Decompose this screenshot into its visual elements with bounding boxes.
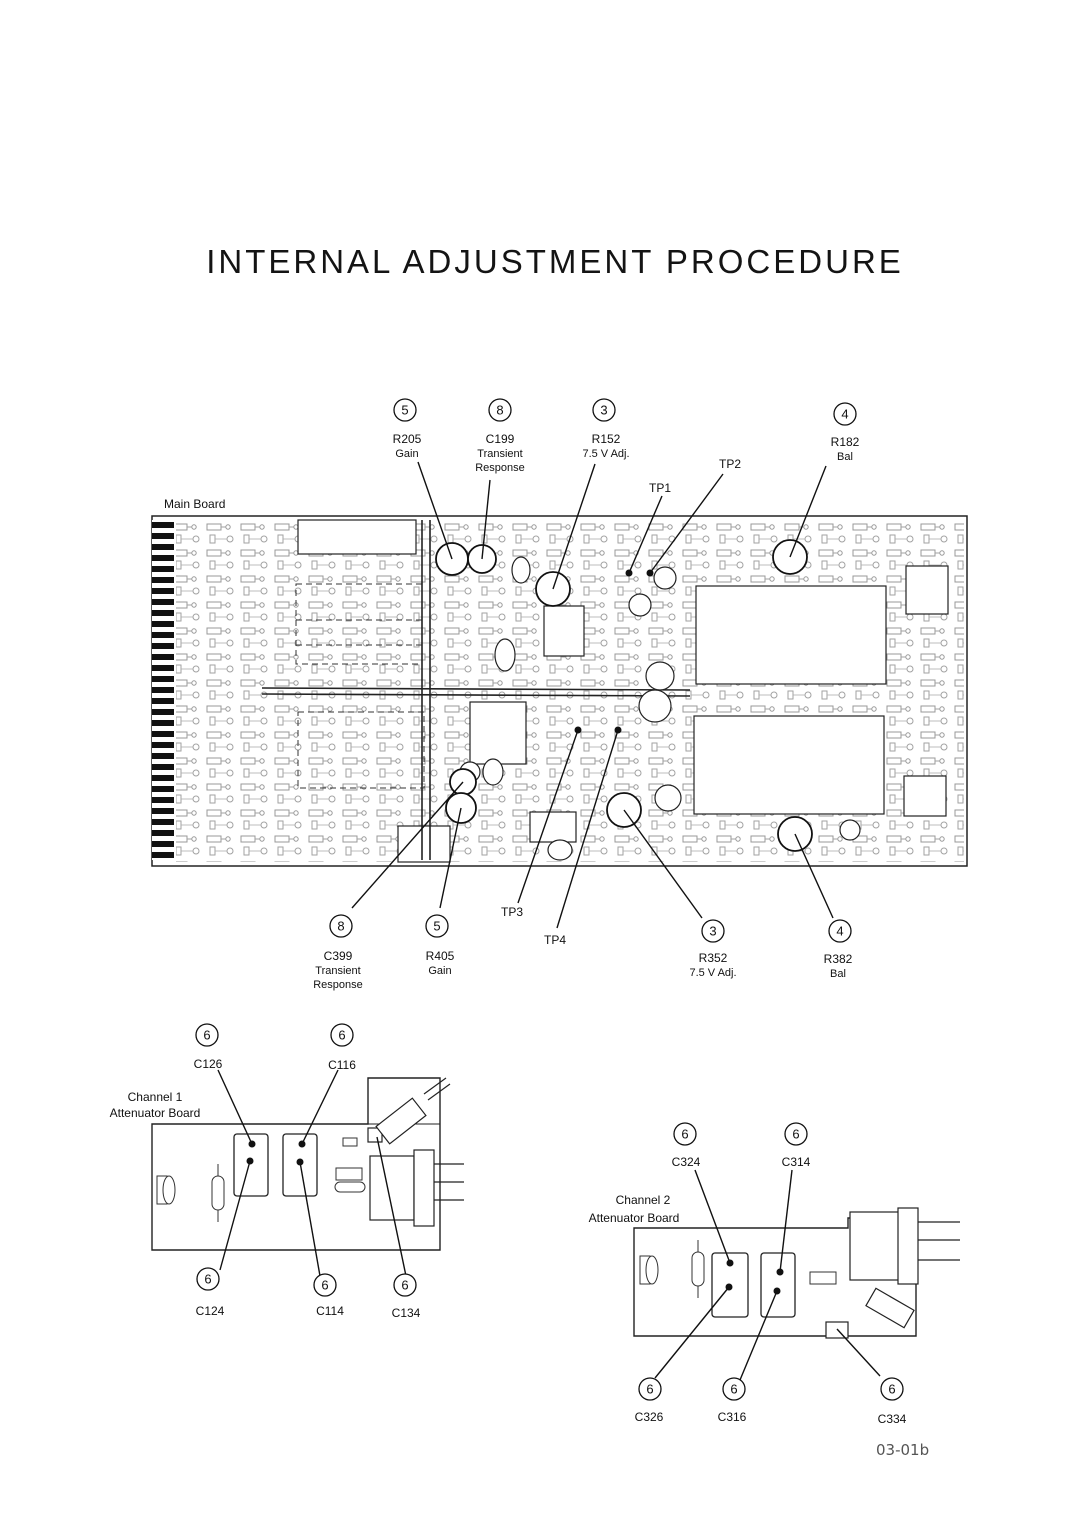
edge-connector bbox=[152, 520, 174, 860]
step-number: 6 bbox=[888, 1382, 895, 1397]
callout-c316: 6 C316 bbox=[718, 1377, 747, 1424]
callout-c324: 6 C324 bbox=[672, 1122, 701, 1169]
callout-c334: 6 C334 bbox=[878, 1377, 907, 1426]
channel2-trimmer-block-b bbox=[760, 1252, 796, 1318]
step-number: 4 bbox=[841, 407, 848, 422]
component-ref: R352 bbox=[699, 951, 728, 965]
component-desc: Bal bbox=[837, 451, 853, 463]
channel2-attenuator-board: Channel 2 Attenuator Board bbox=[589, 1193, 960, 1339]
callout-c116: 6 C116 bbox=[328, 1023, 356, 1072]
callout-c134: 6 C134 bbox=[392, 1273, 421, 1320]
callout-r205: 5 R205 Gain bbox=[393, 398, 422, 460]
component-ref: C314 bbox=[782, 1155, 811, 1169]
component-ref: R152 bbox=[592, 432, 621, 446]
step-number: 6 bbox=[321, 1278, 328, 1293]
tp2-label: TP2 bbox=[719, 457, 741, 471]
callout-r405: 5 R405 Gain bbox=[425, 914, 455, 977]
tp3-label: TP3 bbox=[501, 905, 523, 919]
channel1-leaders bbox=[217, 1069, 407, 1277]
step-number: 4 bbox=[836, 924, 843, 939]
callout-r382: 4 R382 Bal bbox=[824, 919, 853, 980]
component-desc: Gain bbox=[395, 448, 418, 460]
component-desc: Response bbox=[313, 979, 363, 991]
step-number: 6 bbox=[203, 1028, 210, 1043]
callout-r152: 3 R152 7.5 V Adj. bbox=[582, 398, 630, 460]
main-board-blocks bbox=[297, 519, 887, 863]
step-number: 3 bbox=[600, 403, 607, 418]
component-ref: R205 bbox=[393, 432, 422, 446]
channel1-trimmer-block-a bbox=[233, 1133, 269, 1197]
component-ref: C324 bbox=[672, 1155, 701, 1169]
component-ref: C326 bbox=[635, 1410, 664, 1424]
component-desc: 7.5 V Adj. bbox=[582, 448, 629, 460]
step-number: 6 bbox=[792, 1127, 799, 1142]
component-desc: Transient bbox=[477, 448, 522, 460]
main-board-bottom-leaders bbox=[351, 729, 834, 929]
component-desc: 7.5 V Adj. bbox=[689, 967, 736, 979]
step-number: 6 bbox=[646, 1382, 653, 1397]
main-board-top-callouts: 5 R205 Gain 8 C199 Transient Response 3 … bbox=[393, 398, 860, 495]
channel1-label-line2: Attenuator Board bbox=[110, 1106, 201, 1120]
component-desc: Gain bbox=[428, 965, 451, 977]
step-number: 6 bbox=[401, 1278, 408, 1293]
callout-r352: 3 R352 7.5 V Adj. bbox=[689, 919, 737, 979]
tp4-label: TP4 bbox=[544, 933, 566, 947]
callout-c124: 6 C124 bbox=[196, 1267, 225, 1318]
step-number: 6 bbox=[338, 1028, 345, 1043]
component-ref: R382 bbox=[824, 952, 853, 966]
main-board-bottom-callouts: TP3 TP4 8 C399 Transient Response 5 R405… bbox=[313, 905, 852, 991]
callout-c199: 8 C199 Transient Response bbox=[475, 398, 525, 474]
callout-c314: 6 C314 bbox=[782, 1122, 811, 1169]
component-ref: R405 bbox=[426, 949, 455, 963]
component-ref: C124 bbox=[196, 1304, 225, 1318]
main-board-label: Main Board bbox=[164, 497, 225, 511]
component-ref: C399 bbox=[324, 949, 353, 963]
step-number: 8 bbox=[337, 919, 344, 934]
callout-c326: 6 C326 bbox=[635, 1377, 664, 1424]
page-code: 03-01b bbox=[876, 1441, 930, 1459]
callout-c114: 6 C114 bbox=[313, 1273, 344, 1318]
callout-r182: 4 R182 Bal bbox=[831, 402, 860, 463]
component-ref: C126 bbox=[194, 1057, 223, 1071]
component-ref: C116 bbox=[328, 1058, 356, 1072]
channel2-callouts: 6 C324 6 C314 6 C326 6 C316 6 C334 bbox=[635, 1122, 907, 1426]
component-desc: Response bbox=[475, 462, 525, 474]
step-number: 6 bbox=[204, 1272, 211, 1287]
step-number: 5 bbox=[401, 403, 408, 418]
step-number: 3 bbox=[709, 924, 716, 939]
channel2-label-line1: Channel 2 bbox=[616, 1193, 671, 1207]
component-ref: C199 bbox=[486, 432, 515, 446]
channel1-callouts: 6 C126 6 C116 6 C124 6 C114 6 C134 bbox=[194, 1023, 421, 1320]
step-number: 6 bbox=[681, 1127, 688, 1142]
callout-c399: 8 C399 Transient Response bbox=[313, 914, 363, 991]
channel2-leaders bbox=[654, 1169, 881, 1381]
main-board: Main Board bbox=[151, 497, 968, 867]
page-title: INTERNAL ADJUSTMENT PROCEDURE bbox=[206, 243, 904, 280]
step-number: 5 bbox=[433, 919, 440, 934]
component-desc: Transient bbox=[315, 965, 360, 977]
step-number: 8 bbox=[496, 403, 503, 418]
main-board-bus-lines bbox=[261, 520, 691, 860]
channel1-label-line1: Channel 1 bbox=[128, 1090, 183, 1104]
component-ref: C316 bbox=[718, 1410, 747, 1424]
step-number: 6 bbox=[730, 1382, 737, 1397]
channel2-label-line2: Attenuator Board bbox=[589, 1211, 680, 1225]
callout-c126: 6 C126 bbox=[194, 1023, 223, 1071]
component-desc: Bal bbox=[830, 968, 846, 980]
component-ref: R182 bbox=[831, 435, 860, 449]
component-ref: C114 bbox=[316, 1304, 344, 1318]
component-ref: C134 bbox=[392, 1306, 421, 1320]
tp1-label: TP1 bbox=[649, 481, 671, 495]
channel1-attenuator-board: Channel 1 Attenuator Board bbox=[110, 1077, 464, 1251]
main-board-top-leaders bbox=[417, 461, 827, 590]
component-ref: C334 bbox=[878, 1412, 907, 1426]
